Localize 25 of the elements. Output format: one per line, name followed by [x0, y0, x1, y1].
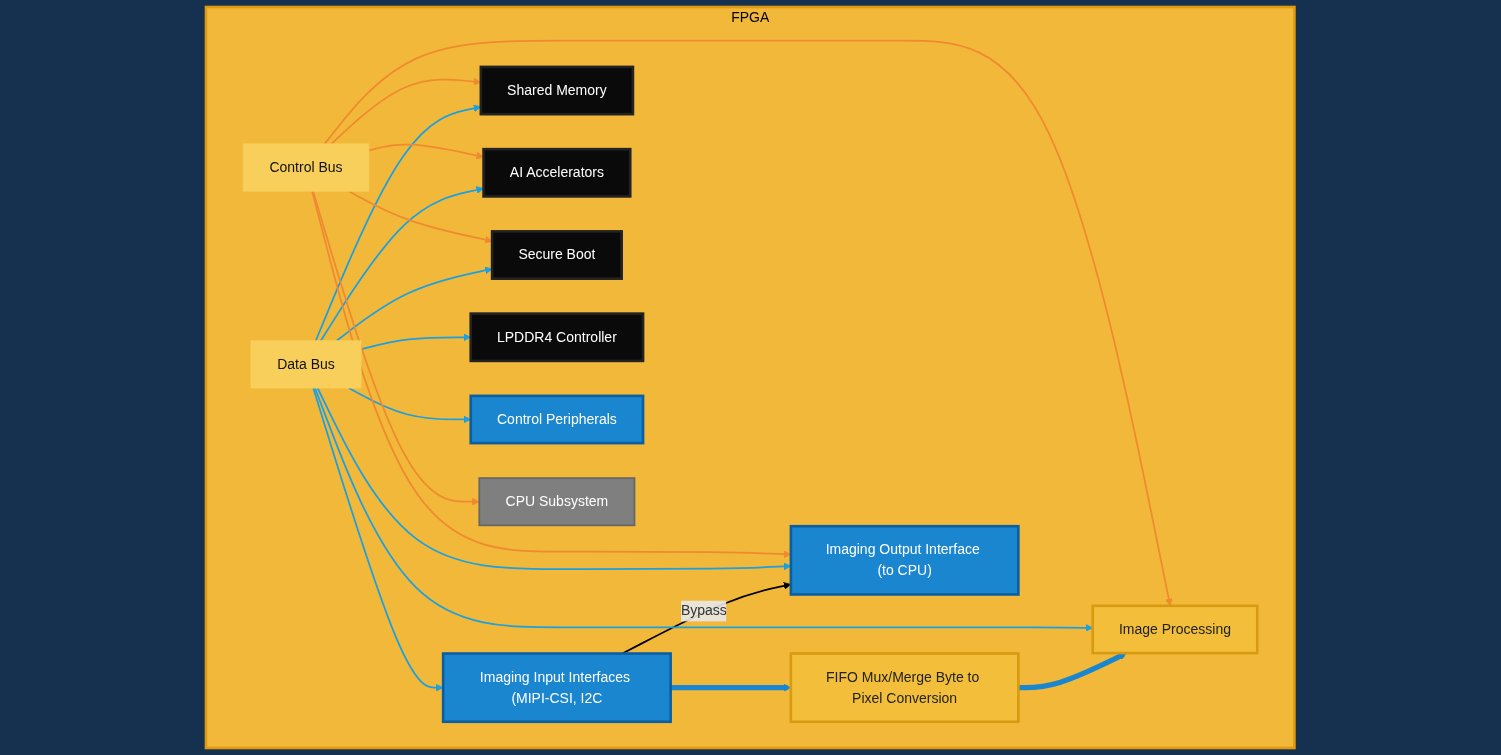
node-box: Image Processing	[1091, 604, 1259, 655]
arrow	[312, 387, 444, 692]
node-box: LPDDR4 Controller	[469, 312, 645, 363]
arrow	[348, 190, 493, 244]
arrow	[336, 266, 493, 342]
node-box: Imaging Output Interface (to CPU)	[789, 524, 1020, 596]
node-box: Shared Memory	[479, 65, 635, 116]
node-box: AI Accelerators	[482, 147, 632, 198]
arrow	[314, 387, 1094, 632]
node-box: Secure Boot	[491, 230, 624, 280]
node-box: CPU Subsystem	[478, 477, 636, 527]
arrow	[315, 104, 482, 342]
node-box: Imaging Input Interfaces (MIPI-CSI, I2C	[442, 652, 673, 724]
arrow	[312, 190, 480, 506]
node-box: Control Peripherals	[469, 394, 645, 445]
arrow	[348, 387, 472, 424]
arrow	[330, 77, 482, 145]
arrow	[670, 683, 792, 692]
arrow	[360, 333, 472, 351]
edge-label: Bypass	[681, 603, 728, 619]
arrow	[311, 190, 792, 559]
node-box: Data Bus	[250, 340, 362, 389]
node-box: Control Bus	[243, 143, 370, 192]
arrow	[316, 387, 792, 571]
node-box: FIFO Mux/Merge Byte to Pixel Conversion	[789, 652, 1020, 724]
